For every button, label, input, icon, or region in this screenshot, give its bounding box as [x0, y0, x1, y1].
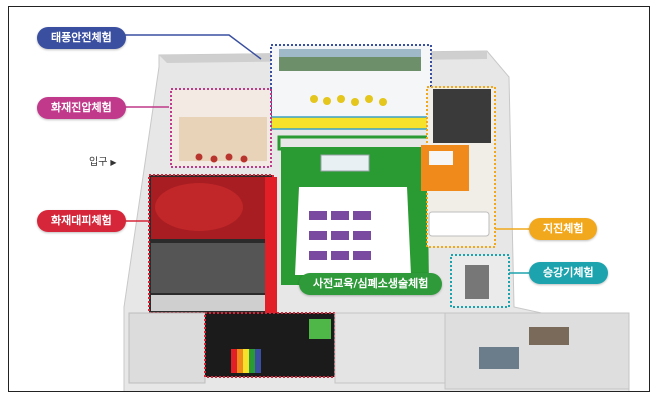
bottom-middle-rooms [334, 312, 446, 384]
smoke-room-floor [179, 117, 267, 161]
bottom-green-screen [309, 319, 331, 339]
evacuation-corridor [151, 243, 271, 293]
education-screen [320, 154, 370, 172]
fire-suppression-label: 화재진압체험 [37, 97, 126, 119]
bottom-rainbow-panel [231, 349, 261, 373]
bottom-right-rooms [444, 312, 630, 390]
elevator-label: 승강기체험 [529, 262, 608, 284]
typhoon-visitors [310, 95, 387, 106]
evacuation-exit [151, 295, 271, 311]
floor-plan-illustration [114, 34, 630, 391]
entrance-label: 입구▶ [89, 153, 117, 168]
earthquake-label: 지진체험 [529, 218, 598, 240]
earthquake-stage [428, 211, 490, 237]
play-right-icon: ▶ [110, 158, 117, 167]
earthquake-dark-corner [433, 89, 491, 143]
bottom-left-room [128, 312, 206, 384]
floor-plan-frame: 태풍안전체험 화재진압체험 입구▶ 화재대피체험 지진체험 승강기체험 사전교육… [8, 6, 650, 392]
evacuation-smoke-cloud [155, 183, 243, 231]
smoke-room-visitors [195, 153, 248, 163]
entrance-text: 입구 [89, 157, 108, 168]
education-cpr-label: 사전교육/심폐소생술체험 [299, 273, 443, 295]
typhoon-screen-sky [279, 49, 421, 57]
typhoon-yellow-rail [270, 116, 432, 130]
fire-evacuation-label: 화재대피체험 [37, 210, 126, 232]
typhoon-safety-label: 태풍안전체험 [37, 27, 126, 49]
typhoon-leader [114, 34, 262, 60]
bottom-right-cabinet [479, 347, 519, 369]
bottom-right-desk [529, 327, 569, 345]
elevator-cab [465, 265, 489, 299]
evacuation-red-wall [265, 177, 277, 317]
earthquake-house-window [429, 151, 453, 165]
education-mats [309, 211, 371, 260]
